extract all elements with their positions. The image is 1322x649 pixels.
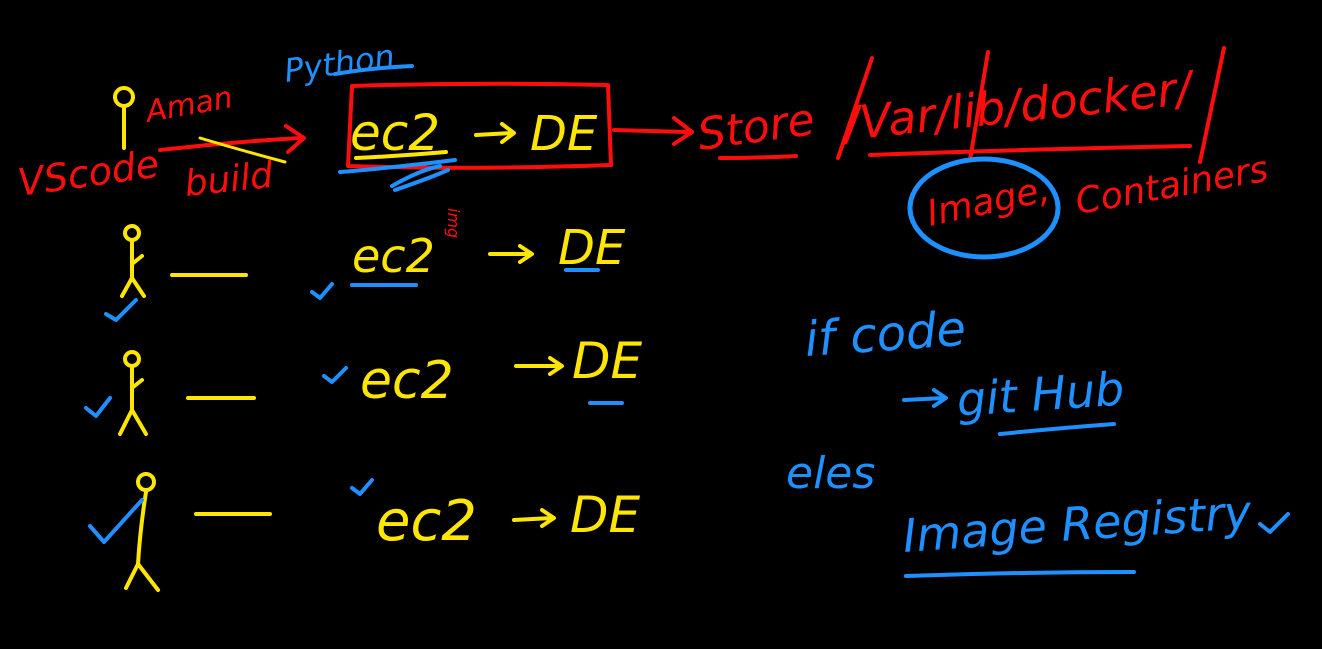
registry-underline xyxy=(904,570,1136,578)
path-label: /Var/lib/docker/ xyxy=(838,60,1199,151)
row2-figure-body xyxy=(118,366,148,436)
user-name-label: Aman xyxy=(141,80,235,130)
path-slash-2 xyxy=(968,50,990,162)
row2-check xyxy=(84,396,112,418)
github-arrow xyxy=(902,388,948,408)
ec2-underline xyxy=(354,150,448,160)
path-slash-3 xyxy=(1198,46,1226,164)
row3-figure-body xyxy=(124,490,160,592)
row1-figure-head xyxy=(123,224,141,242)
if-code-label: if code xyxy=(803,301,968,368)
row3-server-label: ec2 xyxy=(376,489,477,554)
row1-check xyxy=(104,298,138,322)
row1-arrow xyxy=(488,244,534,264)
path-underline xyxy=(868,144,1192,157)
registry-check xyxy=(1258,512,1290,534)
store-label: Store xyxy=(694,94,817,161)
store-underline xyxy=(718,154,798,160)
row2-engine-label: DE xyxy=(572,332,643,390)
row3-check xyxy=(88,498,144,544)
row1-engine-label: DE xyxy=(558,220,626,276)
python-label: Python xyxy=(282,37,397,90)
path-slash-1 xyxy=(836,56,874,160)
row2-figure-head xyxy=(123,350,141,368)
row2-check-ec2 xyxy=(322,366,348,384)
row2-arrow xyxy=(514,356,564,376)
row1-figure-body xyxy=(120,240,146,298)
ec2-box xyxy=(346,81,613,170)
store-arrow xyxy=(612,116,694,146)
img-label: img xyxy=(444,208,463,238)
build-arrow xyxy=(158,124,306,154)
ec2-blue-scribble xyxy=(338,158,457,192)
image-label: Image, xyxy=(923,169,1053,235)
row1-server-label: ec2 xyxy=(352,229,435,283)
github-label: git Hub xyxy=(955,361,1126,427)
row3-check-ec2 xyxy=(350,478,374,496)
build-label: build xyxy=(183,155,276,205)
image-circle xyxy=(907,156,1061,260)
ec2-label-top: ec2 xyxy=(350,104,440,162)
row3-figure-head xyxy=(136,472,156,492)
vscode-label: VScode xyxy=(15,142,162,205)
de-label-top: DE xyxy=(530,106,598,162)
build-strike xyxy=(198,136,287,164)
containers-label: Containers xyxy=(1072,149,1271,223)
ec2-to-de-arrow-1 xyxy=(474,122,516,144)
github-underline xyxy=(998,422,1116,436)
python-underline xyxy=(333,64,414,76)
user-figure-head xyxy=(113,86,135,108)
row1-check-ec2 xyxy=(310,282,334,300)
row3-arrow xyxy=(512,508,556,528)
else-label: eles xyxy=(786,448,875,499)
row2-server-label: ec2 xyxy=(360,351,454,411)
row3-engine-label: DE xyxy=(570,486,641,544)
registry-label: Image Registry xyxy=(901,485,1254,563)
